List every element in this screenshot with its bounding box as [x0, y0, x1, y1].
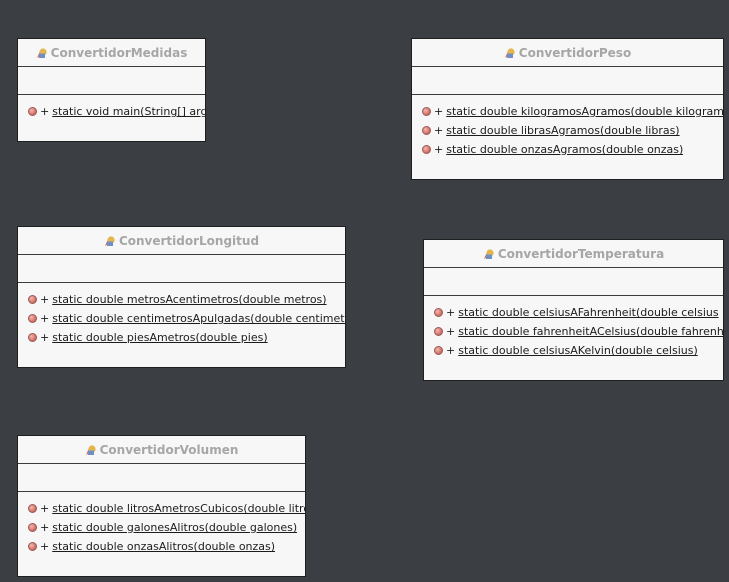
method-icon: [434, 327, 443, 336]
attributes-compartment: [412, 67, 723, 95]
class-name: ConvertidorMedidas: [50, 45, 188, 60]
class-box-convertidor-volumen[interactable]: ConvertidorVolumen + static double litro…: [17, 435, 306, 577]
method-row[interactable]: + static double fahrenheitACelsius(doubl…: [424, 322, 723, 341]
class-icon: [483, 248, 495, 260]
method-signature: static double piesAmetros(double pies): [52, 331, 268, 344]
method-signature: static double kilogramosAgramos(double k…: [446, 105, 723, 118]
method-icon: [422, 107, 431, 116]
method-row[interactable]: + static double metrosAcentimetros(doubl…: [18, 290, 345, 309]
method-icon: [28, 107, 37, 116]
class-box-convertidor-peso[interactable]: ConvertidorPeso + static double kilogram…: [411, 38, 724, 180]
class-header: ConvertidorMedidas: [18, 39, 205, 67]
class-box-convertidor-longitud[interactable]: ConvertidorLongitud + static double metr…: [17, 226, 346, 368]
method-icon: [28, 314, 37, 323]
class-name: ConvertidorVolumen: [99, 442, 239, 457]
class-icon: [104, 235, 116, 247]
visibility-marker: +: [40, 540, 50, 553]
method-signature: static double onzasAgramos(double onzas): [446, 143, 684, 156]
visibility-marker: +: [446, 306, 456, 319]
method-row[interactable]: + static double celsiusAKelvin(double ce…: [424, 341, 723, 360]
class-box-convertidor-medidas[interactable]: ConvertidorMedidas + static void main(St…: [17, 38, 206, 142]
class-box-convertidor-temperatura[interactable]: ConvertidorTemperatura + static double c…: [423, 239, 724, 381]
method-signature: static double celsiusAFahrenheit(double …: [458, 306, 719, 319]
method-row[interactable]: + static double piesAmetros(double pies): [18, 328, 345, 347]
method-signature: static double litrosAmetrosCubicos(doubl…: [52, 502, 305, 515]
method-row[interactable]: + static void main(String[] args: [18, 102, 205, 121]
visibility-marker: +: [40, 105, 50, 118]
visibility-marker: +: [434, 124, 444, 137]
visibility-marker: +: [40, 331, 50, 344]
attributes-compartment: [18, 464, 305, 492]
method-icon: [28, 295, 37, 304]
methods-compartment: + static void main(String[] args: [18, 95, 205, 121]
method-row[interactable]: + static double centimetrosApulgadas(dou…: [18, 309, 345, 328]
method-row[interactable]: + static double onzasAlitros(double onza…: [18, 537, 305, 556]
class-icon: [36, 47, 48, 59]
method-signature: static double celsiusAKelvin(double cels…: [458, 344, 698, 357]
method-signature: static double librasAgramos(double libra…: [446, 124, 680, 137]
method-signature: static double centimetrosApulgadas(doubl…: [52, 312, 345, 325]
visibility-marker: +: [40, 502, 50, 515]
visibility-marker: +: [446, 344, 456, 357]
method-row[interactable]: + static double litrosAmetrosCubicos(dou…: [18, 499, 305, 518]
method-icon: [422, 126, 431, 135]
attributes-compartment: [18, 67, 205, 95]
attributes-compartment: [18, 255, 345, 283]
class-header: ConvertidorPeso: [412, 39, 723, 67]
method-row[interactable]: + static double librasAgramos(double lib…: [412, 121, 723, 140]
method-signature: static double fahrenheitACelsius(double …: [458, 325, 723, 338]
method-signature: static double galonesAlitros(double galo…: [52, 521, 298, 534]
visibility-marker: +: [40, 312, 50, 325]
method-icon: [434, 308, 443, 317]
visibility-marker: +: [434, 143, 444, 156]
method-row[interactable]: + static double kilogramosAgramos(double…: [412, 102, 723, 121]
methods-compartment: + static double metrosAcentimetros(doubl…: [18, 283, 345, 347]
method-icon: [28, 333, 37, 342]
method-signature: static double metrosAcentimetros(double …: [52, 293, 327, 306]
class-name: ConvertidorTemperatura: [497, 246, 665, 261]
class-name: ConvertidorPeso: [518, 45, 632, 60]
visibility-marker: +: [40, 293, 50, 306]
attributes-compartment: [424, 268, 723, 296]
method-signature: static double onzasAlitros(double onzas): [52, 540, 276, 553]
method-icon: [28, 542, 37, 551]
class-header: ConvertidorLongitud: [18, 227, 345, 255]
method-signature: static void main(String[] args: [52, 105, 205, 118]
visibility-marker: +: [434, 105, 444, 118]
class-header: ConvertidorVolumen: [18, 436, 305, 464]
method-row[interactable]: + static double galonesAlitros(double ga…: [18, 518, 305, 537]
method-icon: [28, 504, 37, 513]
class-name: ConvertidorLongitud: [118, 233, 260, 248]
methods-compartment: + static double litrosAmetrosCubicos(dou…: [18, 492, 305, 556]
class-icon: [85, 444, 97, 456]
class-icon: [504, 47, 516, 59]
method-icon: [434, 346, 443, 355]
methods-compartment: + static double celsiusAFahrenheit(doubl…: [424, 296, 723, 360]
visibility-marker: +: [446, 325, 456, 338]
methods-compartment: + static double kilogramosAgramos(double…: [412, 95, 723, 159]
method-row[interactable]: + static double celsiusAFahrenheit(doubl…: [424, 303, 723, 322]
class-header: ConvertidorTemperatura: [424, 240, 723, 268]
visibility-marker: +: [40, 521, 50, 534]
method-row[interactable]: + static double onzasAgramos(double onza…: [412, 140, 723, 159]
method-icon: [28, 523, 37, 532]
method-icon: [422, 145, 431, 154]
